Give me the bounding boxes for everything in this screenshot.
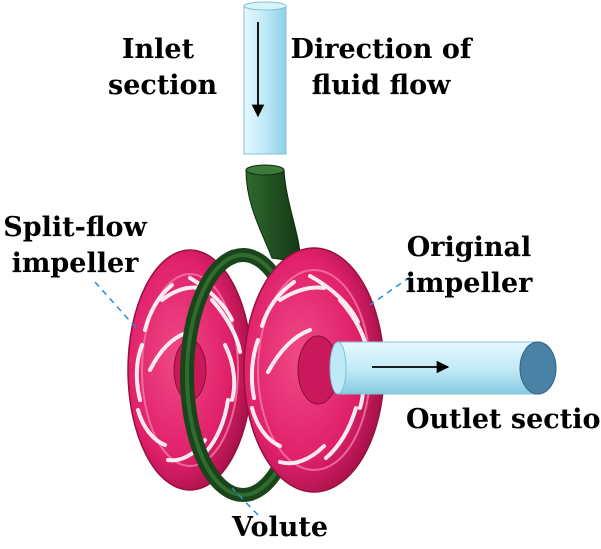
direction-of-flow-label: Direction of fluid flow: [286, 32, 476, 104]
split-flow-impeller-label: Split-flow impeller: [0, 210, 150, 282]
direction-label-line2: fluid flow: [311, 70, 451, 101]
original-label-line1: Original: [406, 232, 532, 263]
outlet-section-label: Outlet section: [406, 404, 601, 435]
leader-lines: [94, 276, 411, 516]
split-label-line1: Split-flow: [3, 212, 147, 243]
inlet-label-line1: Inlet: [121, 34, 195, 65]
inlet-pipe: [243, 1, 287, 155]
original-impeller-label: Original impeller: [404, 230, 534, 302]
original-impeller: [243, 247, 385, 493]
volute-neck: [245, 164, 301, 263]
original-label-line2: impeller: [405, 268, 533, 299]
split-flow-leader: [94, 281, 139, 331]
original-leader: [369, 276, 411, 306]
split-label-line2: impeller: [11, 248, 139, 279]
outlet-pipe: [329, 341, 557, 395]
direction-label-line1: Direction of: [290, 34, 472, 65]
inlet-section-label: Inlet section: [108, 32, 218, 104]
volute-label: Volute: [232, 512, 329, 543]
inlet-label-line2: section: [108, 70, 218, 101]
